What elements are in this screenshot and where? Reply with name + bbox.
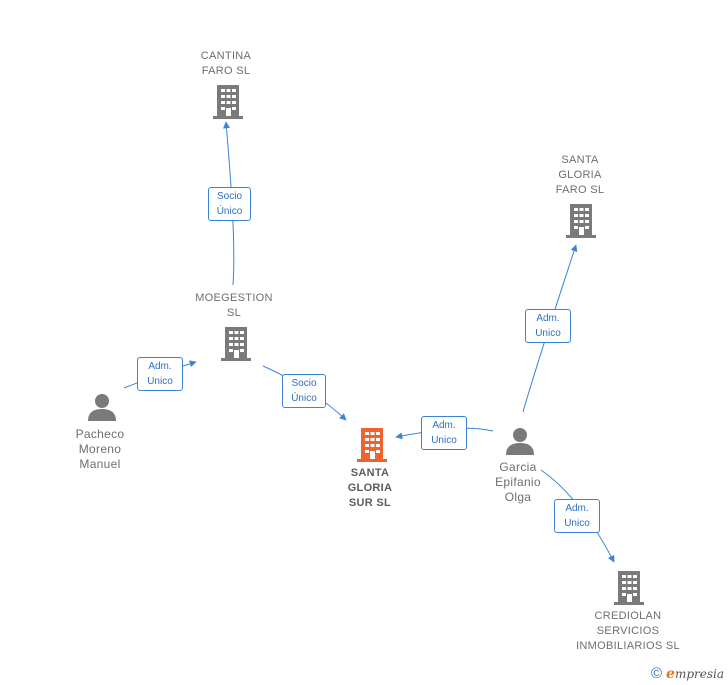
node-label-santa-gloria-sur: SANTA GLORIA SUR SL [347, 467, 393, 509]
edge-label-pacheco-moegestion[interactable]: Adm. Unico [137, 357, 183, 391]
edge-label-moegestion-cantina[interactable]: Socio Único [208, 187, 251, 221]
edge-label-garcia-sur[interactable]: Adm. Unico [421, 416, 467, 450]
node-label-santa-gloria-faro: SANTA GLORIA FARO SL [555, 154, 605, 196]
edge-label-moegestion-sur[interactable]: Socio Único [282, 374, 326, 408]
building-icon[interactable] [565, 203, 597, 239]
node-label-moegestion: MOEGESTION SL [195, 292, 273, 319]
node-label-cantina: CANTINA FARO SL [200, 50, 252, 77]
person-icon[interactable] [504, 426, 536, 456]
building-icon[interactable] [356, 427, 388, 463]
node-label-pacheco: Pacheco Moreno Manuel [75, 427, 125, 471]
edge-label-garcia-faro[interactable]: Adm. Unico [525, 309, 571, 343]
building-icon[interactable] [220, 326, 252, 362]
building-icon[interactable] [212, 84, 244, 120]
person-icon[interactable] [86, 392, 118, 422]
node-label-garcia: Garcia Epifanio Olga [495, 460, 541, 504]
footer-brand: © empresia [651, 665, 724, 682]
building-icon[interactable] [613, 570, 645, 606]
copyright-icon: © [650, 665, 663, 682]
node-label-crediolan: CREDIOLAN SERVICIOS INMOBILIARIOS SL [576, 610, 680, 652]
brand-logo[interactable]: empresia [666, 665, 724, 682]
edge-label-garcia-crediolan[interactable]: Adm. Unico [554, 499, 600, 533]
